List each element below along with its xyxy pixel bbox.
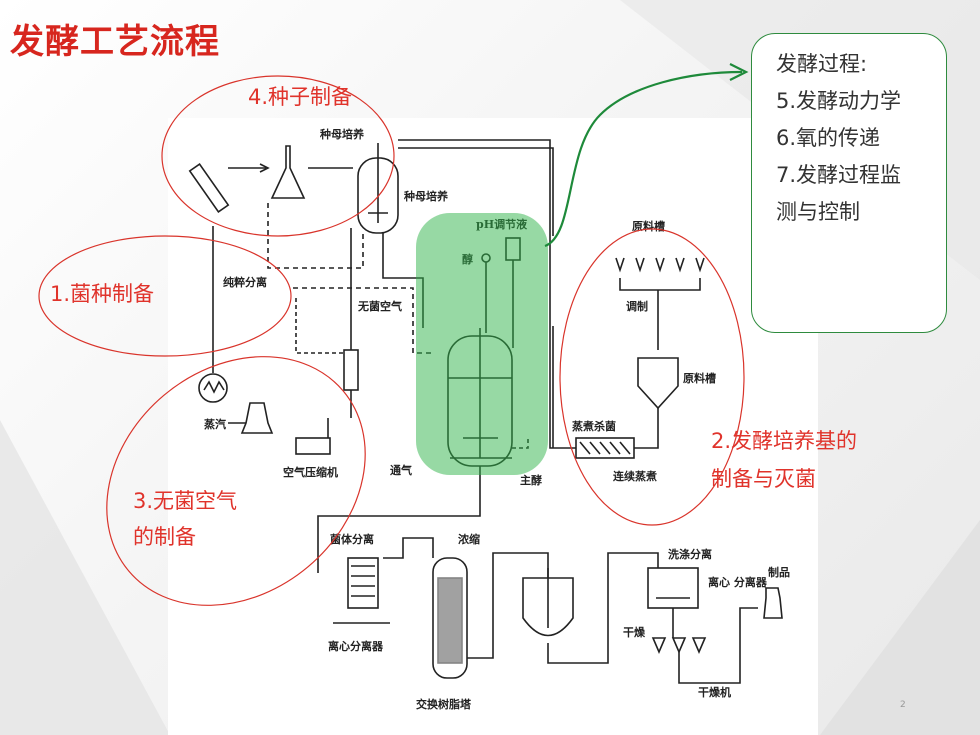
label-cell-separation: 菌体分离 xyxy=(330,532,374,546)
air-filter-icon xyxy=(343,349,359,391)
stage-sterile-air-line2: 的制备 xyxy=(133,525,196,549)
steam-bell-icon xyxy=(240,402,274,434)
washing-centrifuge-icon xyxy=(647,567,699,609)
label-main-fermentation: 主酵 xyxy=(520,473,542,487)
fermentation-box-line: 发酵过程: xyxy=(776,52,868,76)
air-compressor-icon xyxy=(295,437,331,455)
raw-material-hoppers xyxy=(615,257,705,273)
label-mixing: 调制 xyxy=(626,299,648,313)
label-air-compressor: 空气压缩机 xyxy=(283,465,338,479)
product-bottle-icon xyxy=(763,587,783,619)
label-pure-separation: 纯粹分离 xyxy=(223,275,267,289)
crystallizer-icon xyxy=(522,577,574,637)
ph-tank-icon xyxy=(505,237,521,261)
test-tube-icon xyxy=(188,162,230,214)
ion-exchange-tower-icon xyxy=(432,557,468,679)
stage-strain-prep: 1.菌种制备 xyxy=(50,282,155,306)
stage-medium-line2: 制备与灭菌 xyxy=(711,467,816,491)
label-alcohol: 醇 xyxy=(462,252,473,266)
alcohol-valve-icon xyxy=(481,253,491,263)
stage-seed-prep: 4.种子制备 xyxy=(248,85,353,109)
label-seed-culture-2: 种母培养 xyxy=(403,189,449,203)
fermentation-process-box: 发酵过程: 5.发酵动力学 6.氧的传递 7.发酵过程监 测与控制 xyxy=(751,33,947,333)
label-concentration: 浓缩 xyxy=(458,532,480,546)
label-continuous-cooking: 连续蒸煮 xyxy=(613,469,657,483)
label-cook-sterilize: 蒸煮杀菌 xyxy=(572,419,616,433)
label-sterile-air: 无菌空气 xyxy=(357,299,402,313)
slide-title: 发酵工艺流程 xyxy=(10,22,220,62)
label-ventilation: 通气 xyxy=(390,463,412,477)
fermentation-box-line: 5.发酵动力学 xyxy=(776,89,902,113)
label-raw-material-tank-2: 原料槽 xyxy=(683,371,716,385)
dryer-funnel-1 xyxy=(651,637,667,655)
label-steam: 蒸汽 xyxy=(204,417,226,431)
fermentation-box-line: 7.发酵过程监 xyxy=(776,163,902,187)
flask-icon xyxy=(270,145,306,199)
fermentation-box-line: 测与控制 xyxy=(776,200,860,224)
stage-sterile-air-line1: 3.无菌空气 xyxy=(133,489,238,513)
label-centrifuge-separator: 离心 分离器 xyxy=(708,575,768,589)
label-product: 制品 xyxy=(768,565,790,579)
label-centrifuge: 离心分离器 xyxy=(328,639,384,653)
label-dryer: 干燥机 xyxy=(698,685,731,699)
label-raw-material-tank-1: 原料槽 xyxy=(632,219,665,233)
label-drying: 干燥 xyxy=(623,625,646,639)
raw-material-cone-tank-icon xyxy=(637,357,679,410)
label-washing-separation: 洗涤分离 xyxy=(668,547,712,561)
label-ion-exchange-tower: 交换树脂塔 xyxy=(416,697,472,711)
label-seed-culture-1: 种母培养 xyxy=(319,127,365,141)
label-ph-adjust: pH调节液 xyxy=(476,217,528,231)
fermentation-box-line: 6.氧的传递 xyxy=(776,126,881,150)
stage-medium-line1: 2.发酵培养基的 xyxy=(711,429,858,453)
page-number: 2 xyxy=(900,700,906,710)
